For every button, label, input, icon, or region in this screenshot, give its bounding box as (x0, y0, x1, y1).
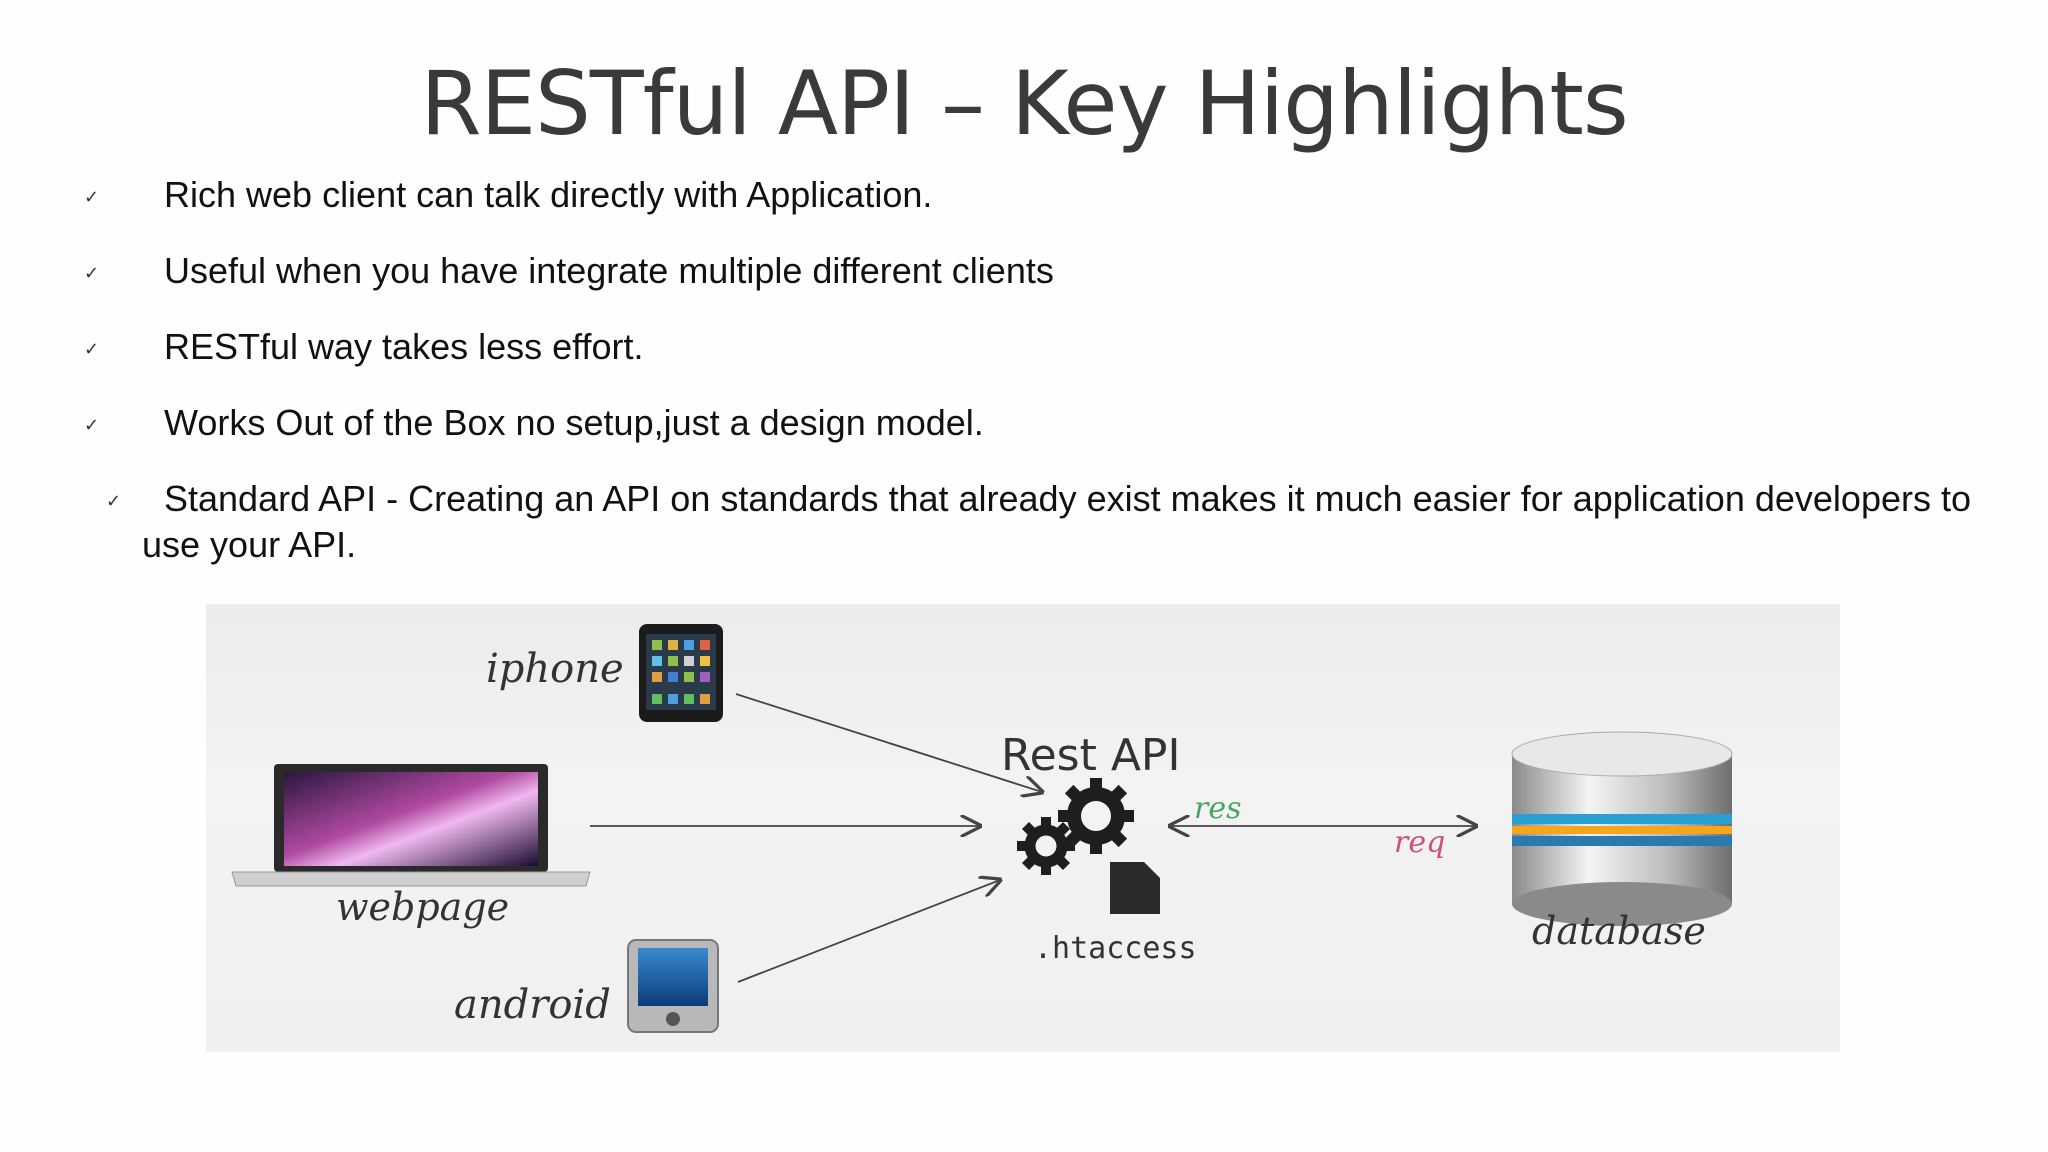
bullet-text: RESTful way takes less effort. (164, 326, 644, 367)
bullet-text: Rich web client can talk directly with A… (164, 174, 933, 215)
res-label: res (1194, 791, 1242, 826)
gears-icon (1017, 778, 1134, 875)
diagram-svg: iphone webpage android Rest API (231, 624, 1733, 1033)
htaccess-label: .htaccess (1034, 931, 1197, 966)
bullet-text: Standard API - Creating an API on standa… (142, 478, 1971, 565)
webpage-label: webpage (336, 885, 509, 929)
bullet-item: ✓ Standard API - Creating an API on stan… (84, 476, 1984, 568)
arrow-android-to-api (737, 880, 1000, 983)
bullet-item: ✓ Rich web client can talk directly with… (84, 172, 1984, 218)
bullet-item: ✓ RESTful way takes less effort. (84, 324, 1984, 370)
check-icon: ✓ (84, 415, 100, 436)
database-icon (1511, 731, 1733, 926)
bullet-text: Works Out of the Box no setup,just a des… (164, 402, 984, 443)
database-label: database (1532, 909, 1706, 953)
slide-title: RESTful API – Key Highlights (420, 52, 1628, 155)
file-icon (1110, 862, 1160, 914)
iphone-label: iphone (486, 646, 624, 692)
iphone-icon (639, 624, 723, 722)
check-icon: ✓ (84, 263, 100, 284)
arrow-iphone-to-api (735, 693, 1042, 792)
laptop-icon (231, 764, 591, 887)
check-icon: ✓ (84, 339, 100, 360)
check-icon: ✓ (106, 491, 122, 512)
android-label: android (454, 982, 611, 1028)
bullet-text: Useful when you have integrate multiple … (164, 250, 1054, 291)
req-label: req (1394, 825, 1445, 860)
android-tablet-icon (627, 939, 719, 1033)
bullet-item: ✓ Works Out of the Box no setup,just a d… (84, 400, 1984, 446)
check-icon: ✓ (84, 187, 100, 208)
bullet-item: ✓ Useful when you have integrate multipl… (84, 248, 1984, 294)
rest-api-diagram: iphone webpage android Rest API (206, 604, 1840, 1052)
bullet-list: ✓ Rich web client can talk directly with… (84, 172, 1984, 598)
rest-api-label: Rest API (1001, 730, 1180, 781)
